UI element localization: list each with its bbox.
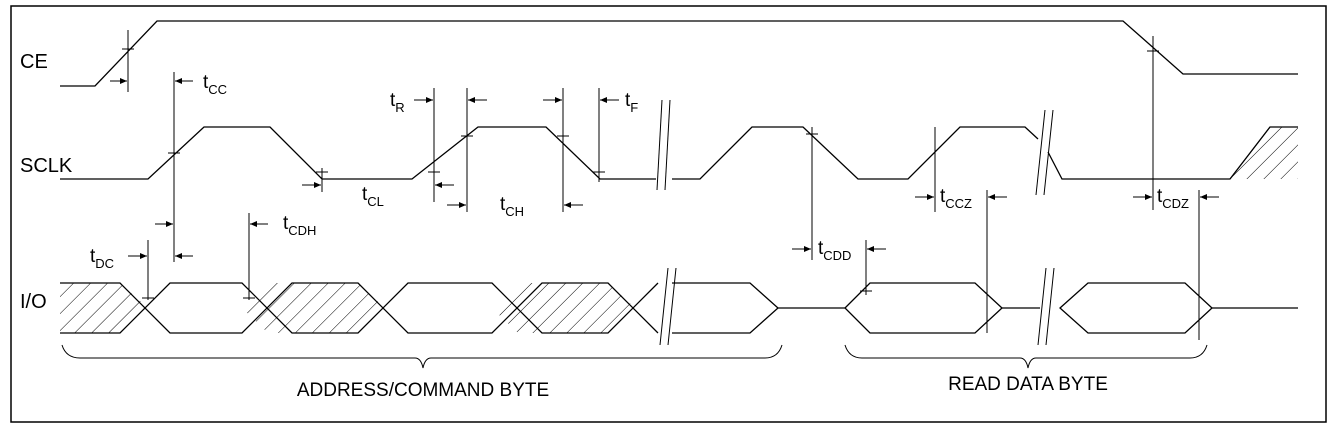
tcdd-label: tCDD <box>818 238 851 263</box>
address-bracket-label: ADDRESS/COMMAND BYTE <box>297 380 549 401</box>
io-hatched-region <box>60 283 148 333</box>
tcdh-label: tCDH <box>283 213 316 238</box>
tcc-label: tCC <box>203 72 227 97</box>
io-read-waveform-2 <box>1059 282 1213 334</box>
sclk-break-mark-2 <box>1035 109 1054 196</box>
io-hatched-region-2 <box>242 283 385 333</box>
tch-label: tCH <box>500 194 524 219</box>
tcl-label: tCL <box>362 184 384 209</box>
io-waveform-lower <box>60 282 659 334</box>
tdc-label: tDC <box>90 246 114 271</box>
io-waveform-tail <box>672 282 779 334</box>
tccz-label: tCCZ <box>940 186 972 211</box>
io-break-mark-2 <box>1037 267 1055 346</box>
io-waveform <box>60 282 659 334</box>
ce-waveform <box>60 20 1298 87</box>
io-hatched-region-3 <box>492 283 635 333</box>
sclk-waveform <box>60 126 656 180</box>
sclk-break-mark <box>656 99 671 191</box>
read-bracket-label: READ DATA BYTE <box>948 374 1108 395</box>
crossing-ticks <box>122 48 1159 299</box>
timing-arrows <box>110 78 1219 259</box>
sclk-hatched-end <box>1230 127 1298 179</box>
sclk-label: SCLK <box>20 155 73 177</box>
read-bracket <box>844 344 1208 369</box>
address-bracket <box>61 344 783 369</box>
sclk-waveform-2 <box>672 126 1039 180</box>
tcdz-label: tCDZ <box>1157 186 1189 211</box>
tf-label: tF <box>625 90 638 115</box>
ce-label: CE <box>20 51 48 73</box>
diagram-frame <box>10 5 1327 423</box>
io-break-mark <box>659 267 677 346</box>
tr-label: tR <box>390 90 405 115</box>
io-label: I/O <box>20 291 47 313</box>
